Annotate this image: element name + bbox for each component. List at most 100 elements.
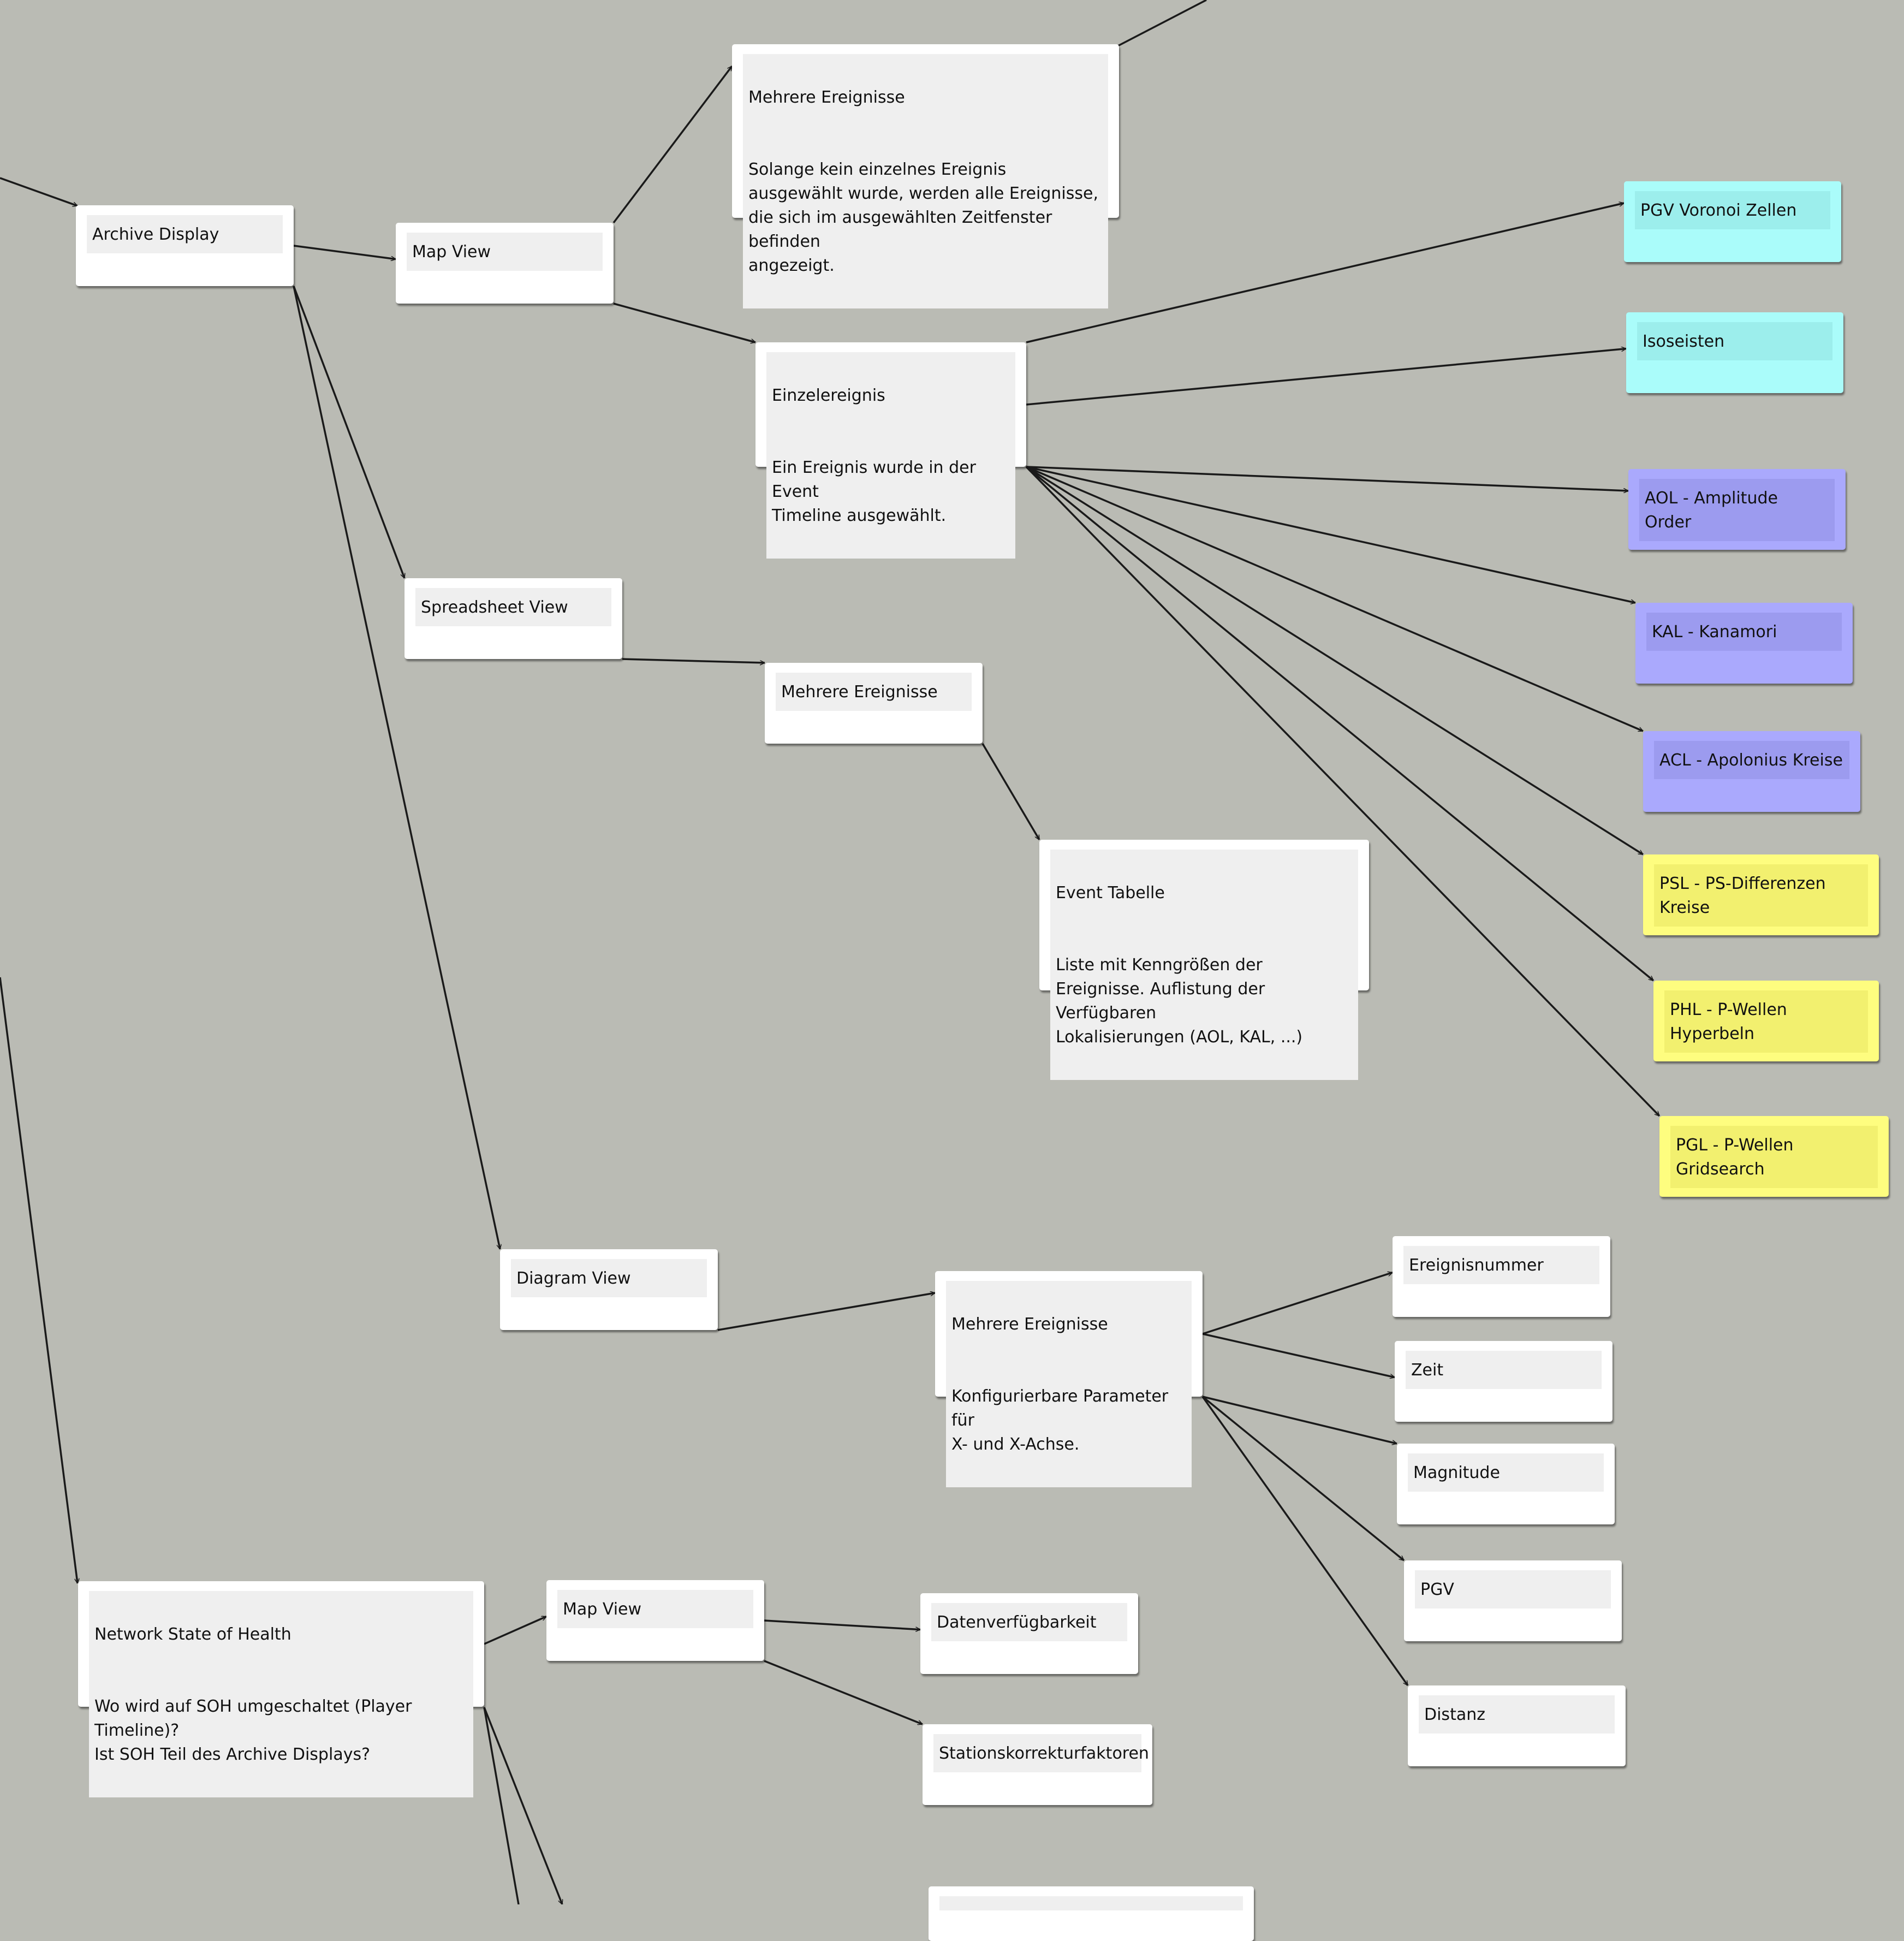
node-label: AOL - Amplitude Order — [1639, 479, 1835, 541]
node-title: ACL - Apolonius Kreise — [1659, 751, 1843, 770]
node-mehrere-ereignisse-map[interactable]: Mehrere Ereignisse Solange kein einzelne… — [732, 44, 1119, 308]
node-description: Wo wird auf SOH umgeschaltet (Player Tim… — [94, 1697, 412, 1764]
node-psl-ps-differenzen-kreise[interactable]: PSL - PS-Differenzen Kreise — [1643, 854, 1879, 935]
node-description: Solange kein einzelnes Ereignis ausgewäh… — [748, 160, 1098, 275]
node-label: Mehrere Ereignisse — [776, 673, 972, 711]
node-label: Event Tabelle Liste mit Kenngrößen der E… — [1050, 850, 1358, 1080]
node-mehrere-ereignisse-diagram[interactable]: Mehrere Ereignisse Konfigurierbare Param… — [935, 1271, 1203, 1487]
node-mehrere-ereignisse-spreadsheet[interactable]: Mehrere Ereignisse — [765, 663, 983, 744]
node-title: PGL - P-Wellen Gridsearch — [1676, 1136, 1794, 1179]
edge-einzel-aol — [1026, 466, 1628, 491]
node-zeit[interactable]: Zeit — [1395, 1341, 1613, 1422]
node-title: Mehrere Ereignisse — [951, 1315, 1108, 1334]
node-map-view-soh[interactable]: Map View — [546, 1580, 764, 1661]
node-label: Datenverfügbarkeit — [931, 1603, 1127, 1641]
node-title: Ereignisnummer — [1409, 1256, 1544, 1275]
node-title: Stationskorrekturfaktoren — [939, 1744, 1149, 1763]
edge-map2-station — [764, 1660, 923, 1725]
node-label: PHL - P-Wellen Hyperbeln — [1664, 990, 1868, 1053]
node-title: Archive Display — [92, 225, 219, 244]
edge-offscreen-soh — [0, 977, 78, 1583]
node-title: PGV — [1420, 1580, 1454, 1599]
node-label: Stationskorrekturfaktoren — [933, 1734, 1149, 1772]
node-event-tabelle[interactable]: Event Tabelle Liste mit Kenngrößen der E… — [1039, 840, 1369, 1080]
edge-archive-map1 — [293, 245, 396, 259]
node-description: Konfigurierbare Parameter für X- und X-A… — [951, 1387, 1169, 1454]
node-label: Diagram View — [511, 1259, 707, 1297]
node-distanz[interactable]: Distanz — [1408, 1685, 1626, 1766]
node-datenverfuegbarkeit[interactable]: Datenverfügbarkeit — [920, 1593, 1138, 1674]
edge-map2-daten — [764, 1619, 920, 1630]
edge-einzel-phl — [1025, 466, 1653, 982]
edge-einzel-kal — [1026, 466, 1635, 603]
edge-soh-offscreen-2 — [483, 1707, 563, 1904]
node-label: PGL - P-Wellen Gridsearch — [1670, 1126, 1878, 1188]
edge-mehrere3-distanz — [1201, 1396, 1409, 1685]
node-kal-kanamori[interactable]: KAL - Kanamori — [1635, 603, 1853, 684]
node-label: Ereignisnummer — [1403, 1246, 1599, 1284]
node-aol-amplitude-order[interactable]: AOL - Amplitude Order — [1628, 469, 1846, 550]
edge-spread-mehrere2 — [622, 658, 765, 663]
node-title: Diagram View — [516, 1269, 631, 1288]
node-partial-offscreen[interactable] — [929, 1886, 1254, 1941]
node-label: Magnitude — [1408, 1453, 1604, 1492]
edge-soh-map2 — [484, 1615, 546, 1645]
node-description: Ein Ereignis wurde in der Event Timeline… — [772, 458, 976, 525]
node-label: Distanz — [1419, 1695, 1615, 1734]
node-title: Spreadsheet View — [421, 598, 568, 617]
node-acl-apolonius-kreise[interactable]: ACL - Apolonius Kreise — [1643, 731, 1860, 812]
node-title: Magnitude — [1413, 1463, 1500, 1482]
node-pgv[interactable]: PGV — [1404, 1560, 1622, 1641]
node-label: Spreadsheet View — [415, 588, 611, 626]
edge-archive-diagram — [293, 286, 500, 1249]
node-label: Archive Display — [87, 215, 283, 253]
edge-map1-mehrere1 — [612, 66, 733, 224]
edge-einzel-iso — [1026, 349, 1626, 406]
node-spreadsheet-view[interactable]: Spreadsheet View — [404, 578, 622, 659]
node-label: PGV — [1415, 1570, 1611, 1608]
edge-mehrere2-event — [981, 743, 1040, 840]
node-ereignisnummer[interactable]: Ereignisnummer — [1393, 1236, 1610, 1317]
node-description: Liste mit Kenngrößen der Ereignisse. Auf… — [1056, 955, 1303, 1047]
node-network-state-of-health[interactable]: Network State of Health Wo wird auf SOH … — [78, 1581, 484, 1797]
node-label: Einzelereignis Ein Ereignis wurde in der… — [766, 352, 1015, 559]
node-title: Network State of Health — [94, 1625, 291, 1644]
node-title: AOL - Amplitude Order — [1645, 489, 1778, 532]
edge-map1-einzel — [613, 302, 755, 342]
edge-einzel-pgl — [1025, 466, 1661, 1117]
node-title: Mehrere Ereignisse — [748, 88, 905, 107]
node-pgl-p-wellen-gridsearch[interactable]: PGL - P-Wellen Gridsearch — [1659, 1116, 1889, 1197]
node-phl-p-wellen-hyperbeln[interactable]: PHL - P-Wellen Hyperbeln — [1653, 981, 1879, 1061]
node-stationskorrekturfaktoren[interactable]: Stationskorrekturfaktoren — [923, 1724, 1152, 1805]
node-title: PSL - PS-Differenzen Kreise — [1659, 874, 1826, 917]
edge-offscreen-archive — [0, 177, 78, 206]
node-title: Datenverfügbarkeit — [937, 1613, 1097, 1632]
edge-mehrere3-magnitude — [1202, 1396, 1397, 1444]
node-label: KAL - Kanamori — [1646, 613, 1842, 651]
node-isoseisten[interactable]: Isoseisten — [1626, 312, 1843, 393]
node-label: Network State of Health Wo wird auf SOH … — [89, 1591, 473, 1797]
node-label: Isoseisten — [1637, 322, 1832, 360]
node-archive-display[interactable]: Archive Display — [76, 205, 294, 286]
node-label: Mehrere Ereignisse Konfigurierbare Param… — [946, 1281, 1192, 1487]
edge-mehrere3-ereignisnr — [1202, 1273, 1393, 1335]
node-label: PSL - PS-Differenzen Kreise — [1654, 864, 1868, 927]
node-label: ACL - Apolonius Kreise — [1654, 741, 1849, 779]
node-title: Event Tabelle — [1056, 883, 1165, 903]
edge-soh-offscreen-1 — [483, 1707, 520, 1904]
edge-mehrere3-zeit — [1202, 1333, 1395, 1378]
edge-diagram-mehrere3 — [717, 1293, 935, 1331]
node-einzelereignis[interactable]: Einzelereignis Ein Ereignis wurde in der… — [755, 342, 1026, 559]
edge-archive-spread — [293, 286, 404, 578]
node-title: PHL - P-Wellen Hyperbeln — [1670, 1000, 1787, 1043]
node-label: Map View — [557, 1590, 753, 1628]
node-magnitude[interactable]: Magnitude — [1397, 1444, 1615, 1524]
node-label: PGV Voronoi Zellen — [1635, 191, 1830, 229]
node-diagram-view[interactable]: Diagram View — [500, 1249, 718, 1330]
edge-offscreen-mehrere1 — [1117, 0, 1207, 47]
node-map-view[interactable]: Map View — [396, 223, 614, 304]
node-title: Zeit — [1411, 1361, 1444, 1380]
node-title: Isoseisten — [1643, 332, 1725, 351]
node-pgv-voronoi-zellen[interactable]: PGV Voronoi Zellen — [1624, 181, 1841, 262]
